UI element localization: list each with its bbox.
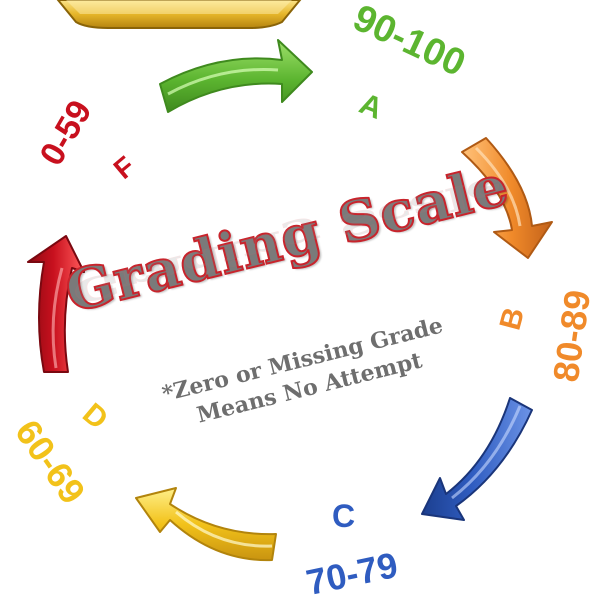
red-arrow-icon xyxy=(27,235,85,373)
yellow-arrow-icon xyxy=(135,487,277,562)
blue-arrow-icon xyxy=(421,397,533,521)
green-arrow-icon xyxy=(159,39,313,113)
grade-c-letter: C xyxy=(332,498,356,534)
orange-arrow-icon xyxy=(461,137,553,259)
